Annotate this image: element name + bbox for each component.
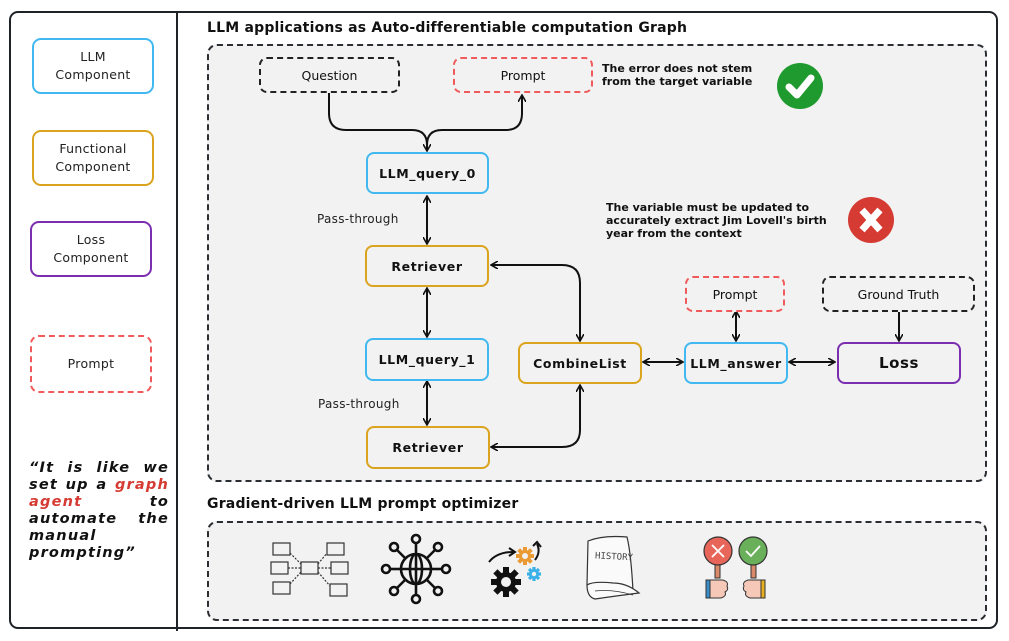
legend-prompt-label: Prompt <box>67 356 115 371</box>
quote-part1: “It is like we set up a <box>29 460 169 493</box>
optimizer-section-title: Gradient-driven LLM prompt optimizer <box>207 496 519 512</box>
legend-llm-component: LLM Component <box>32 38 154 94</box>
node-llm-answer: LLM_answer <box>684 342 788 384</box>
node-retriever-1: Retriever <box>365 245 489 287</box>
x-circle-icon <box>848 197 894 243</box>
quote-highlight: graph agent <box>29 477 169 510</box>
legend-loss-line2: Component <box>53 250 129 265</box>
node-llm-query-0: LLM_query_0 <box>366 152 489 194</box>
legend-loss-line1: Loss <box>76 232 106 247</box>
node-retriever-2: Retriever <box>366 426 490 469</box>
node-loss: Loss <box>837 342 961 384</box>
legend-llm-line1: LLM <box>80 49 106 64</box>
note-incorrect-line2: accurately extract Jim Lovell's birth <box>606 214 827 227</box>
note-correct-line1: The error does not stem <box>602 62 753 75</box>
legend-prompt: Prompt <box>30 335 152 393</box>
edge-label-pass-through-1: Pass-through <box>317 212 399 226</box>
note-incorrect: The variable must be updated to accurate… <box>606 201 827 240</box>
legend-functional-line2: Component <box>55 159 131 174</box>
note-incorrect-line3: year from the context <box>606 227 742 240</box>
edge-retriever1-combine <box>492 265 580 340</box>
node-prompt-answer: Prompt <box>685 276 785 312</box>
quote-part2: to automate the manual prompting” <box>29 494 169 561</box>
node-ground-truth: Ground Truth <box>822 276 975 312</box>
sidebar-divider <box>176 11 178 631</box>
gears-icon <box>488 540 542 597</box>
graph-panel <box>207 44 987 482</box>
node-combine-list: CombineList <box>518 342 642 384</box>
quote-text: “It is like we set up a graph agent to a… <box>29 460 169 562</box>
note-incorrect-line1: The variable must be updated to <box>606 201 810 214</box>
graph-section-title: LLM applications as Auto-differentiable … <box>207 20 688 36</box>
history-book-icon: HISTORY <box>586 535 641 600</box>
edge-retriever2-combine <box>492 386 580 447</box>
figure-frame <box>9 11 998 629</box>
check-circle-icon <box>777 63 823 109</box>
edge-label-pass-through-2: Pass-through <box>318 397 400 411</box>
history-book-label: HISTORY <box>595 551 634 563</box>
vote-paddles-icon <box>703 536 768 599</box>
note-correct: The error does not stem from the target … <box>602 62 752 88</box>
legend-functional-line1: Functional <box>59 141 127 156</box>
legend-llm-line2: Component <box>55 67 131 82</box>
node-prompt-top: Prompt <box>453 57 593 93</box>
node-question: Question <box>259 57 400 93</box>
graph-network-icon <box>270 542 349 597</box>
note-correct-line2: from the target variable <box>602 75 753 88</box>
edge-question-llm0 <box>328 93 427 150</box>
node-llm-query-1: LLM_query_1 <box>365 338 489 381</box>
globe-network-icon <box>380 533 452 605</box>
edge-llm0-prompt <box>426 96 522 146</box>
